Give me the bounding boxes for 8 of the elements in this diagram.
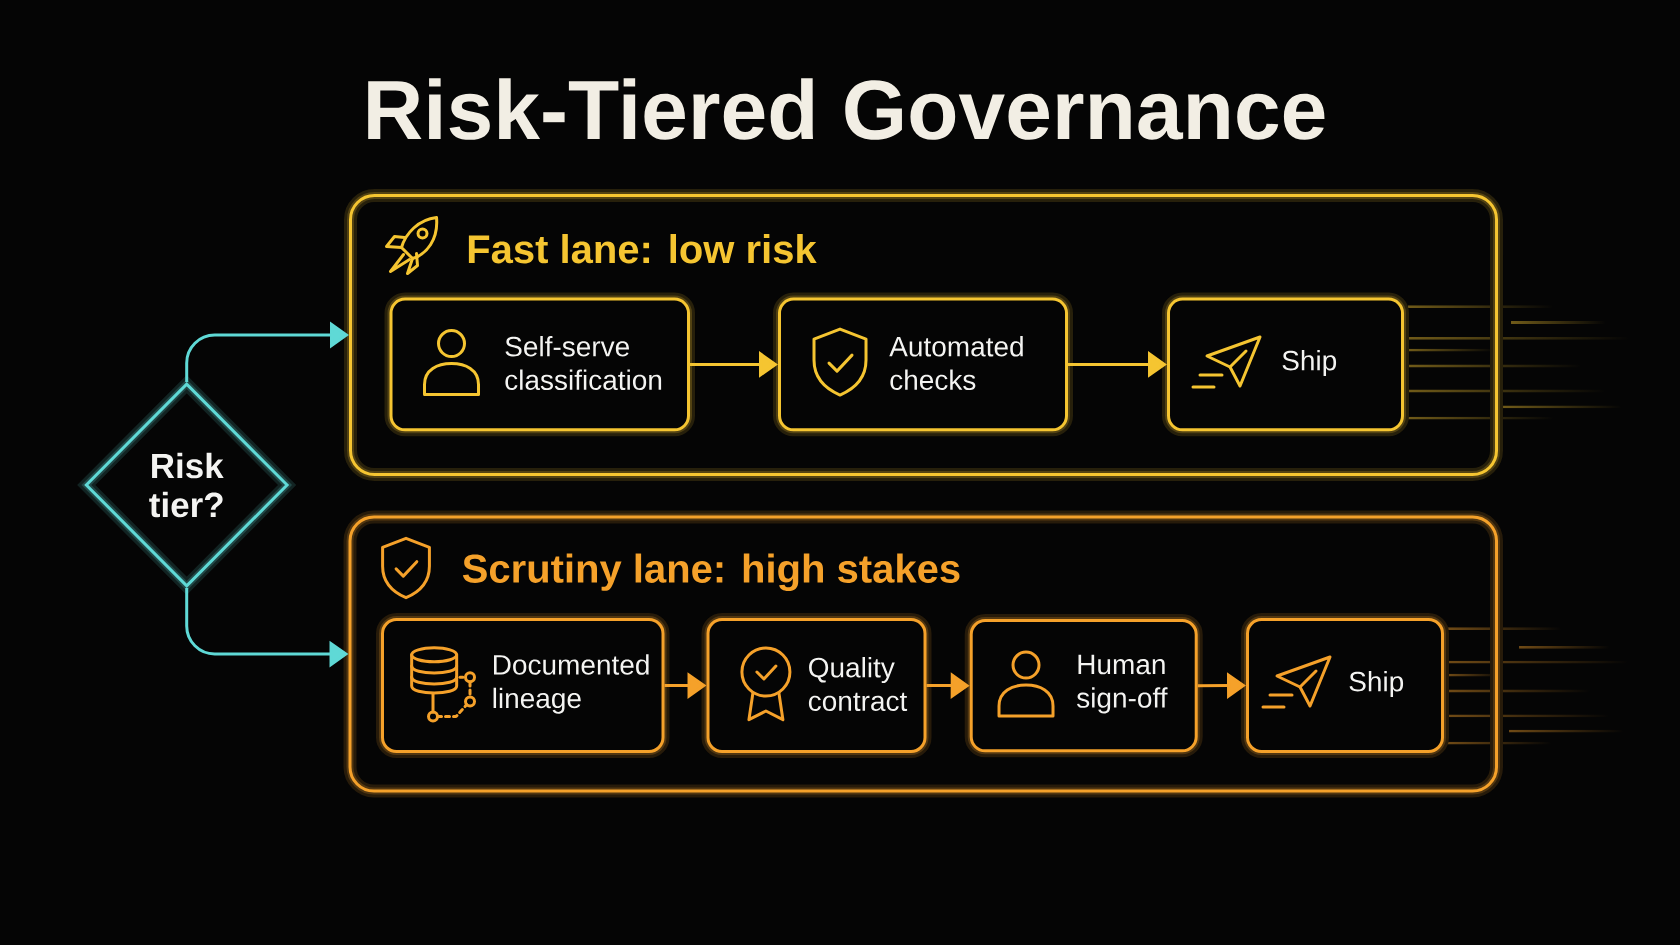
process-box: Automated checks <box>773 292 1073 437</box>
process-box: Self-serve classification <box>384 292 695 437</box>
title: Risk-Tiered Governance <box>368 78 1325 140</box>
process-box: Ship <box>1162 292 1409 437</box>
process-box: Quality contract <box>701 613 932 758</box>
process-box: Documented lineage <box>376 613 670 758</box>
process-box: Ship <box>1241 613 1449 758</box>
process-box: Human sign-off <box>964 614 1203 758</box>
